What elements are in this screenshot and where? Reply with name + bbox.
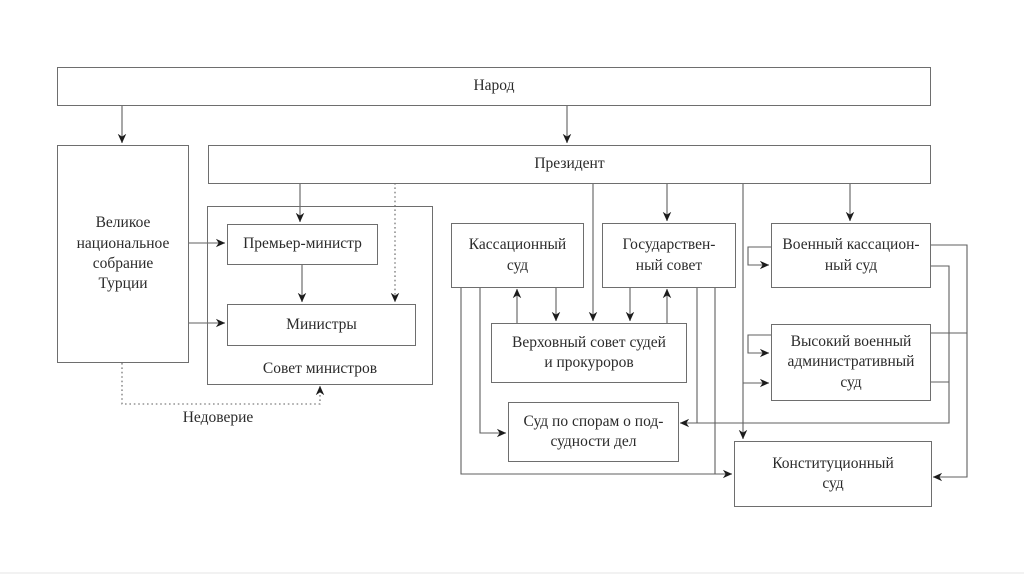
group-council-of-ministers: Совет министров: [207, 206, 433, 385]
node-military-cassation-court-label: Военный кассацион- ный суд: [782, 236, 920, 274]
node-supreme-council-judges-label: Верховный совет судей и прокуроров: [512, 333, 666, 371]
edge-label-no-confidence: Недоверие: [182, 409, 254, 426]
node-people: Народ: [57, 67, 931, 106]
node-president: Президент: [208, 145, 931, 184]
node-high-military-admin-court: Высокий военный административный суд: [771, 324, 931, 401]
node-jurisdiction-dispute-court-label: Суд по спорам о под- судности дел: [523, 412, 664, 450]
node-jurisdiction-dispute-court: Суд по спорам о под- судности дел: [508, 402, 679, 462]
node-people-label: Народ: [473, 77, 515, 95]
bottom-edge-strip: [0, 572, 1024, 574]
node-state-council: Государствен- ный совет: [602, 223, 736, 288]
node-grand-national-assembly: Великое национальное собрание Турции: [57, 145, 189, 363]
node-military-cassation-court: Военный кассацион- ный суд: [771, 223, 931, 288]
node-constitutional-court: Конституционный суд: [734, 441, 932, 507]
node-prime-minister-label: Премьер-министр: [243, 235, 362, 253]
node-cassation-court: Кассационный суд: [451, 223, 584, 288]
node-constitutional-court-label: Конституционный суд: [772, 454, 894, 492]
group-council-of-ministers-label: Совет министров: [262, 359, 378, 377]
node-president-label: Президент: [534, 155, 605, 173]
node-ministers-label: Министры: [286, 315, 357, 333]
node-grand-national-assembly-label: Великое национальное собрание Турции: [76, 214, 170, 293]
node-prime-minister: Премьер-министр: [227, 224, 378, 265]
node-high-military-admin-court-label: Высокий военный административный суд: [787, 332, 915, 391]
node-cassation-court-label: Кассационный суд: [468, 236, 567, 274]
node-supreme-council-judges: Верховный совет судей и прокуроров: [491, 323, 687, 383]
node-ministers: Министры: [227, 304, 416, 346]
node-state-council-label: Государствен- ный совет: [622, 236, 716, 274]
